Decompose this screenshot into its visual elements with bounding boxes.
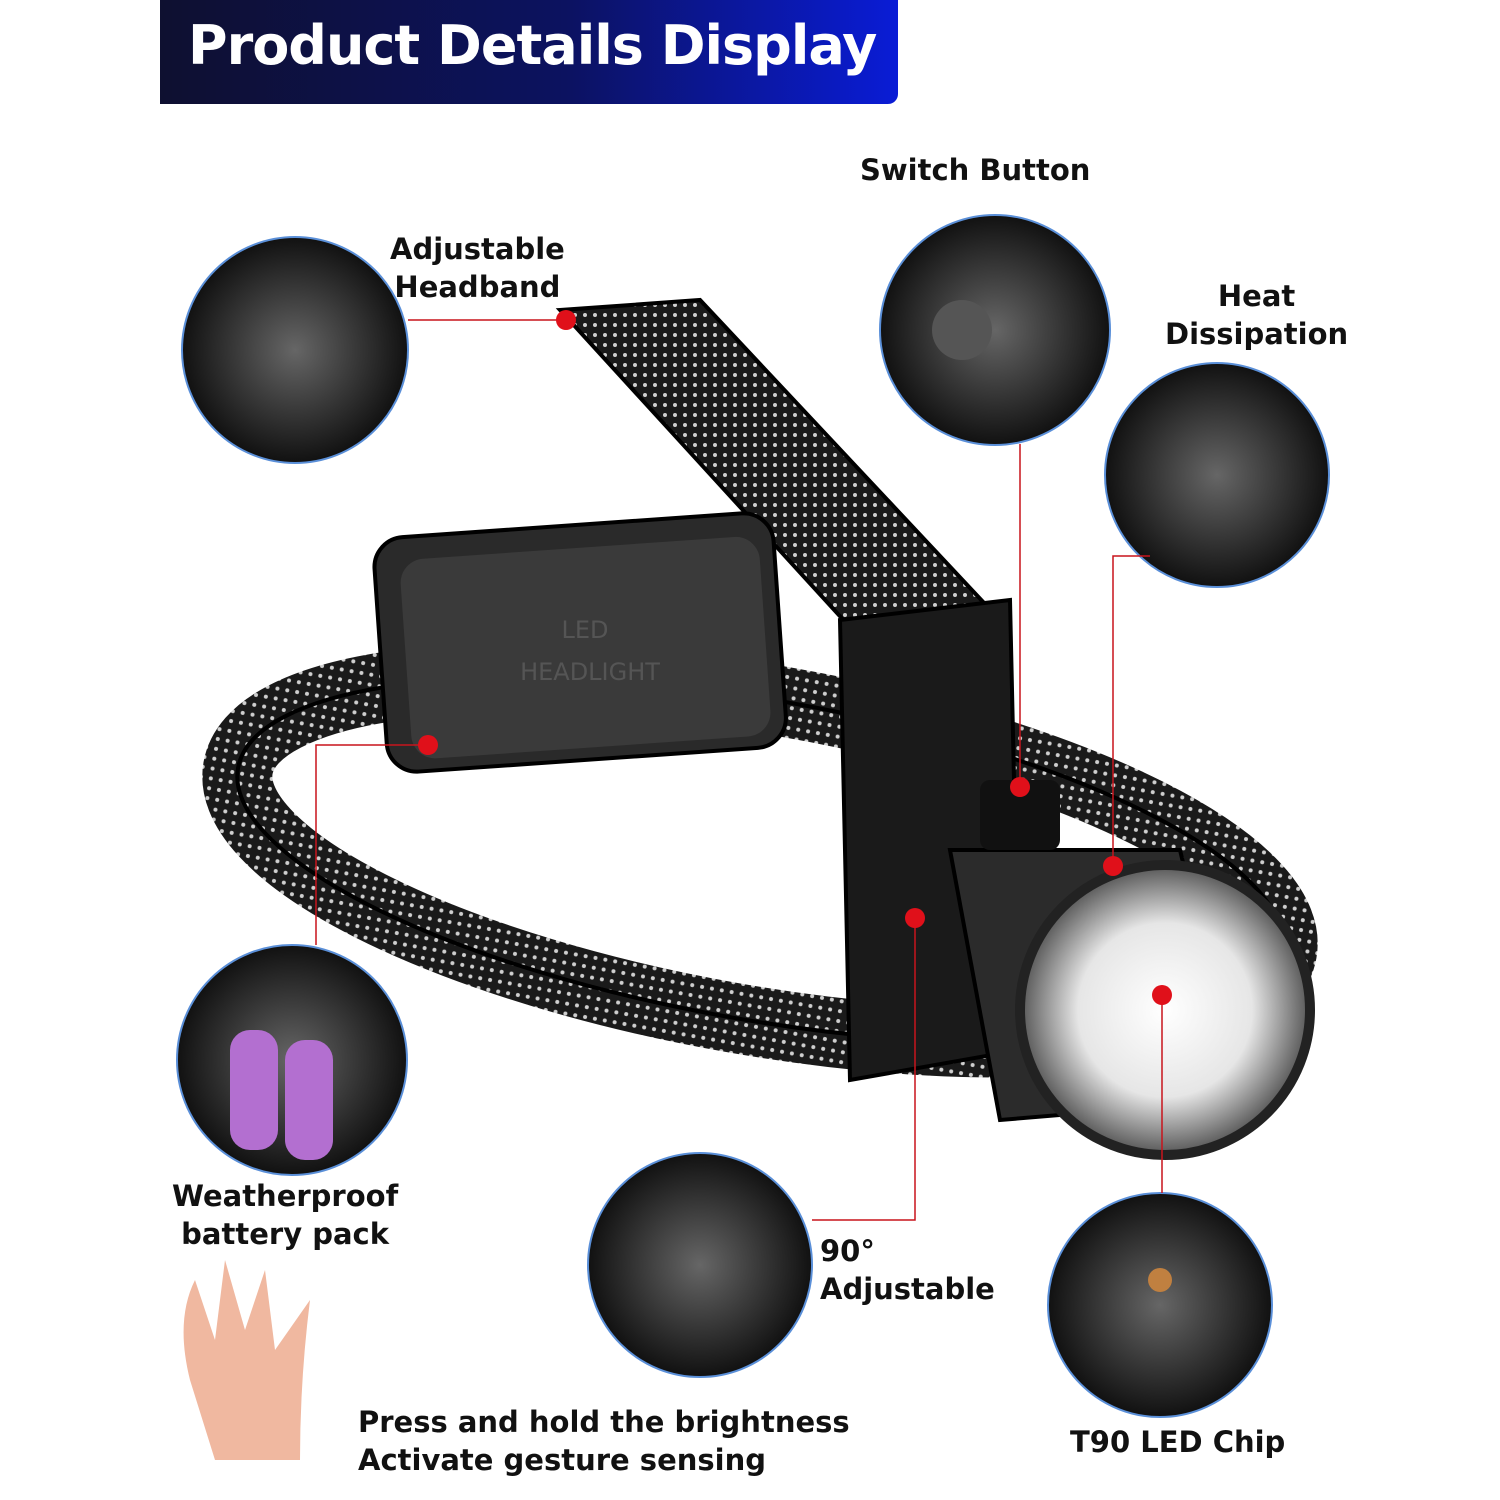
marker-heat <box>1103 856 1123 876</box>
marker-angle <box>905 908 925 928</box>
label-headband: Adjustable Headband <box>390 230 565 306</box>
label-gesture-line1: Press and hold the brightness <box>358 1405 850 1439</box>
label-headband-line2: Headband <box>394 270 561 304</box>
product-label-line1: LED <box>561 616 608 644</box>
label-headband-line1: Adjustable <box>390 232 565 266</box>
label-heat-line1: Heat <box>1217 279 1296 313</box>
hand-gesture-image <box>183 1260 310 1460</box>
title-banner: Product Details Display <box>160 0 898 104</box>
label-angle-line1: 90° <box>820 1234 875 1268</box>
label-angle: 90° Adjustable <box>820 1232 995 1308</box>
label-battery-line2: battery pack <box>181 1217 390 1251</box>
marker-switch <box>1010 777 1030 797</box>
page-title: Product Details Display <box>188 14 877 77</box>
chip-detail-circle <box>1047 1192 1273 1418</box>
label-angle-line2: Adjustable <box>820 1272 995 1306</box>
label-chip: T90 LED Chip <box>1070 1425 1286 1459</box>
label-battery-line1: Weatherproof <box>172 1179 399 1213</box>
heat-detail-circle <box>1104 362 1330 588</box>
marker-chip <box>1152 985 1172 1005</box>
label-battery: Weatherproof battery pack <box>172 1177 398 1253</box>
leader-lines <box>315 319 1163 1221</box>
product-label-line2: HEADLIGHT <box>520 658 660 686</box>
battery-box: LED HEADLIGHT <box>372 511 788 774</box>
switch-detail-circle <box>879 214 1111 446</box>
label-heat-line2: Dissipation <box>1165 317 1349 351</box>
label-switch-button: Switch Button <box>860 153 1091 187</box>
marker-headband <box>556 310 576 330</box>
label-heat: Heat Dissipation <box>1165 277 1348 353</box>
label-gesture: Press and hold the brightness Activate g… <box>358 1403 850 1479</box>
marker-battery <box>418 735 438 755</box>
angle-detail-circle <box>587 1152 813 1378</box>
label-gesture-line2: Activate gesture sensing <box>358 1443 766 1477</box>
lamp-head <box>837 597 1315 1160</box>
headband-detail-circle <box>181 236 409 464</box>
